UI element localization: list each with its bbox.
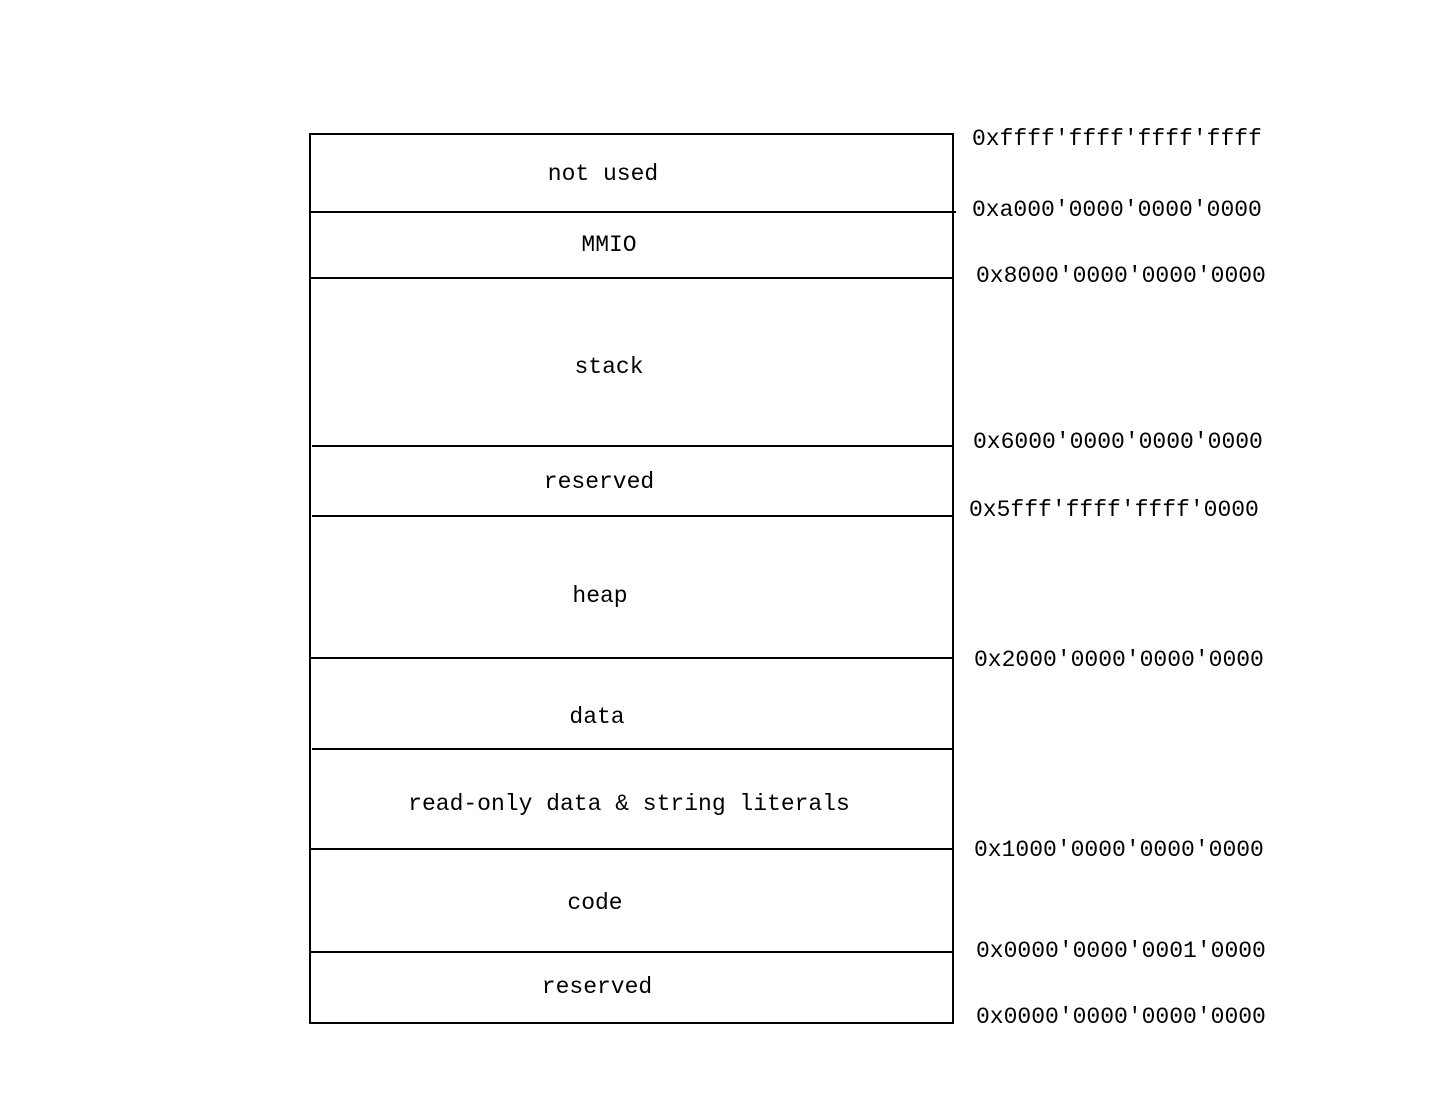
divider-stack-reserved (312, 445, 954, 447)
divider-reserved-heap (312, 515, 954, 517)
divider-mmio-stack (311, 277, 952, 279)
address-label: 0x5fff'ffff'ffff'0000 (969, 497, 1259, 523)
address-label: 0x0000'0000'0000'0000 (976, 1004, 1266, 1030)
region-rodata: read-only data & string literals (408, 791, 850, 817)
divider-rodata-code (311, 848, 952, 850)
divider-heap-data (311, 657, 952, 659)
memory-map-box (309, 133, 954, 1024)
divider-data-rodata (312, 748, 954, 750)
divider-not-used-mmio (309, 211, 956, 213)
region-reserved-upper: reserved (543, 469, 655, 495)
address-label: 0x2000'0000'0000'0000 (974, 647, 1264, 673)
address-label: 0x8000'0000'0000'0000 (976, 263, 1266, 289)
address-label: 0xffff'ffff'ffff'ffff (972, 126, 1262, 152)
address-label: 0x6000'0000'0000'0000 (973, 429, 1263, 455)
region-stack: stack (574, 354, 644, 380)
address-label: 0xa000'0000'0000'0000 (972, 197, 1262, 223)
region-not-used: not used (547, 161, 659, 187)
address-label: 0x0000'0000'0001'0000 (976, 938, 1266, 964)
address-label: 0x1000'0000'0000'0000 (974, 837, 1264, 863)
region-data: data (569, 704, 625, 730)
region-heap: heap (572, 583, 628, 609)
region-reserved-lower: reserved (541, 974, 653, 1000)
region-code: code (567, 890, 623, 916)
divider-code-reserved (311, 951, 952, 953)
region-mmio: MMIO (581, 232, 637, 258)
